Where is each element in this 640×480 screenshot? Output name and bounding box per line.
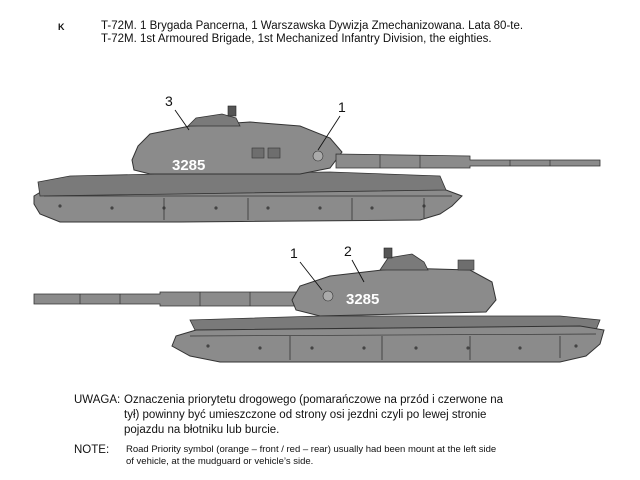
note-polish-label: UWAGA: [74,394,121,406]
note-polish-text: Oznaczenia priorytetu drogowego (pomarań… [124,394,504,436]
header-line-english: T-72M. 1st Armoured Brigade, 1st Mechani… [101,33,492,45]
bottom-tank-callout-1: 1 [290,245,298,261]
bottom-tank-skirt-rivets [206,344,578,350]
top-tank-emblem [312,150,324,162]
top-tank-fender [37,171,447,197]
notes: UWAGA: Oznaczenia priorytetu drogowego (… [74,393,506,468]
bottom-tank-turret-number: 3285 [346,291,379,308]
bottom-tank-turret [291,267,497,317]
top-tank-gun-barrel [335,153,601,169]
top-tank-callout-1: 1 [338,99,346,115]
corner-mark: K [58,22,65,32]
bottom-tank-gun-barrel [33,291,301,307]
bottom-tank-illustration: 3285 1 2 [33,243,605,363]
bottom-tank-emblem [322,290,334,302]
header: T-72M. 1 Brygada Pancerna, 1 Warszawska … [101,20,523,46]
bottom-tank-callout-2: 2 [344,243,352,259]
top-tank-callout-3: 3 [165,93,173,109]
note-english-text: Road Priority symbol (orange – front / r… [126,444,497,467]
header-line-polish: T-72M. 1 Brygada Pancerna, 1 Warszawska … [101,20,524,32]
note-english: NOTE: Road Priority symbol (orange – fro… [74,444,506,468]
top-tank-turret-number: 3285 [172,157,205,174]
note-polish: UWAGA: Oznaczenia priorytetu drogowego (… [74,393,506,438]
bottom-tank-hull [171,325,605,363]
top-tank-turret [131,121,343,175]
top-tank-illustration: 3285 3 1 [33,93,601,223]
note-english-label: NOTE: [74,444,110,456]
